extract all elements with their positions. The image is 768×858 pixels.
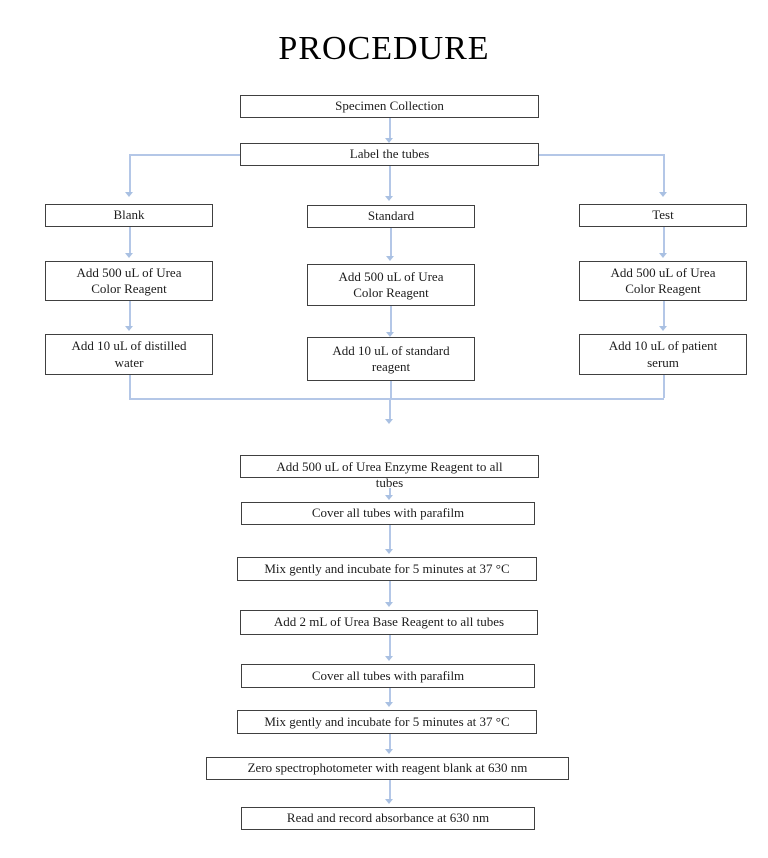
flow-node-label: Add 10 uL of standard reagent	[332, 342, 450, 374]
arrowhead-down-icon	[385, 419, 393, 424]
connector-zero-to-read	[389, 780, 391, 799]
flow-node-standard-reagent: Add 10 uL of standard reagent	[307, 337, 475, 381]
flow-node-label: Blank	[113, 207, 145, 223]
flow-node-zero-spectrophotometer: Zero spectrophotometer with reagent blan…	[206, 757, 569, 780]
arrowhead-down-icon	[385, 196, 393, 201]
flow-node-mix-incubate-2: Mix gently and incubate for 5 minutes at…	[237, 710, 537, 734]
arrowhead-down-icon	[385, 799, 393, 804]
flow-node-patient-serum: Add 10 uL of patient serum	[579, 334, 747, 375]
page-title: PROCEDURE	[278, 30, 490, 67]
connector-label-to-blank-horizontal	[129, 154, 240, 156]
flow-node-label: Add 500 uL of Urea Color Reagent	[76, 264, 182, 296]
flow-node-test-color-reagent: Add 500 uL of Urea Color Reagent	[579, 261, 747, 301]
connector-label-to-standard	[389, 166, 391, 196]
flow-node-label: Test	[652, 207, 674, 223]
flow-node-label: Cover all tubes with parafilm	[311, 505, 465, 521]
arrowhead-down-icon	[659, 192, 667, 197]
connector-enzyme-to-cover1	[389, 488, 391, 495]
flow-node-test-header: Test	[579, 204, 747, 227]
flow-node-label: Add 500 uL of Urea Enzyme Reagent to all…	[276, 459, 503, 490]
flow-node-label: Add 10 uL of patient serum	[608, 338, 718, 370]
arrowhead-down-icon	[659, 253, 667, 258]
arrowhead-down-icon	[125, 192, 133, 197]
flow-node-label: Zero spectrophotometer with reagent blan…	[247, 760, 528, 776]
connector-mix1-to-base	[389, 581, 391, 602]
arrowhead-down-icon	[386, 332, 394, 337]
flow-node-label: Add 10 uL of distilled water	[71, 338, 187, 370]
connector-standard-to-merge	[390, 381, 392, 398]
arrowhead-down-icon	[385, 549, 393, 554]
flow-node-cover-parafilm-1: Cover all tubes with parafilm	[241, 502, 535, 525]
flow-node-label: Read and record absorbance at 630 nm	[286, 810, 490, 826]
arrowhead-down-icon	[659, 326, 667, 331]
arrowhead-down-icon	[385, 749, 393, 754]
arrowhead-down-icon	[125, 326, 133, 331]
arrowhead-down-icon	[386, 256, 394, 261]
connector-label-to-blank-vertical	[129, 154, 131, 192]
flow-node-label-the-tubes: Label the tubes	[240, 143, 539, 166]
connector-test-to-step1	[663, 227, 665, 253]
flow-node-blank-distilled-water: Add 10 uL of distilled water	[45, 334, 213, 375]
flow-node-standard-color-reagent: Add 500 uL of Urea Color Reagent	[307, 264, 475, 306]
connector-merge-stub	[389, 398, 391, 419]
flow-node-standard-header: Standard	[307, 205, 475, 228]
connector-cover1-to-mix1	[389, 525, 391, 549]
arrowhead-down-icon	[125, 253, 133, 258]
flow-node-blank-header: Blank	[45, 204, 213, 227]
connector-blank-step1-to-step2	[129, 301, 131, 326]
flow-node-label: Cover all tubes with parafilm	[311, 667, 465, 683]
flow-node-label: Add 500 uL of Urea Color Reagent	[338, 268, 444, 300]
flow-node-mix-incubate-1: Mix gently and incubate for 5 minutes at…	[237, 557, 537, 581]
flow-node-label: Specimen Collection	[335, 98, 444, 114]
flow-node-label: Add 2 mL of Urea Base Reagent to all tub…	[273, 614, 505, 630]
connector-test-step1-to-step2	[663, 301, 665, 326]
connector-specimen-to-label	[389, 118, 391, 138]
flow-node-label: Label the tubes	[349, 146, 430, 162]
connector-label-to-test-vertical	[663, 154, 665, 192]
flow-node-enzyme-reagent: Add 500 uL of Urea Enzyme Reagent to all…	[240, 455, 539, 490]
connector-label-to-test-horizontal	[539, 154, 664, 156]
flow-node-base-reagent: Add 2 mL of Urea Base Reagent to all tub…	[240, 610, 538, 635]
connector-standard-to-step1	[390, 228, 392, 256]
arrowhead-down-icon	[385, 602, 393, 607]
connector-standard-step1-to-step2	[390, 306, 392, 332]
flow-node-specimen-collection: Specimen Collection	[240, 95, 539, 118]
connector-mix2-to-zero	[389, 734, 391, 749]
flow-node-blank-color-reagent: Add 500 uL of Urea Color Reagent	[45, 261, 213, 301]
connector-blank-to-step1	[129, 227, 131, 253]
flow-node-label: Standard	[367, 208, 415, 224]
arrowhead-down-icon	[385, 495, 393, 500]
connector-blank-to-merge	[129, 375, 131, 398]
flow-node-label: Mix gently and incubate for 5 minutes at…	[264, 560, 510, 576]
arrowhead-down-icon	[385, 702, 393, 707]
flow-node-label: Mix gently and incubate for 5 minutes at…	[264, 713, 510, 729]
flow-node-cover-parafilm-2: Cover all tubes with parafilm	[241, 664, 535, 688]
connector-merge-horizontal	[129, 398, 664, 400]
arrowhead-down-icon	[385, 138, 393, 143]
connector-cover2-to-mix2	[389, 688, 391, 702]
flow-node-read-absorbance: Read and record absorbance at 630 nm	[241, 807, 535, 830]
arrowhead-down-icon	[385, 656, 393, 661]
connector-base-to-cover2	[389, 635, 391, 656]
connector-test-to-merge	[663, 375, 665, 398]
flow-node-label: Add 500 uL of Urea Color Reagent	[610, 264, 716, 296]
